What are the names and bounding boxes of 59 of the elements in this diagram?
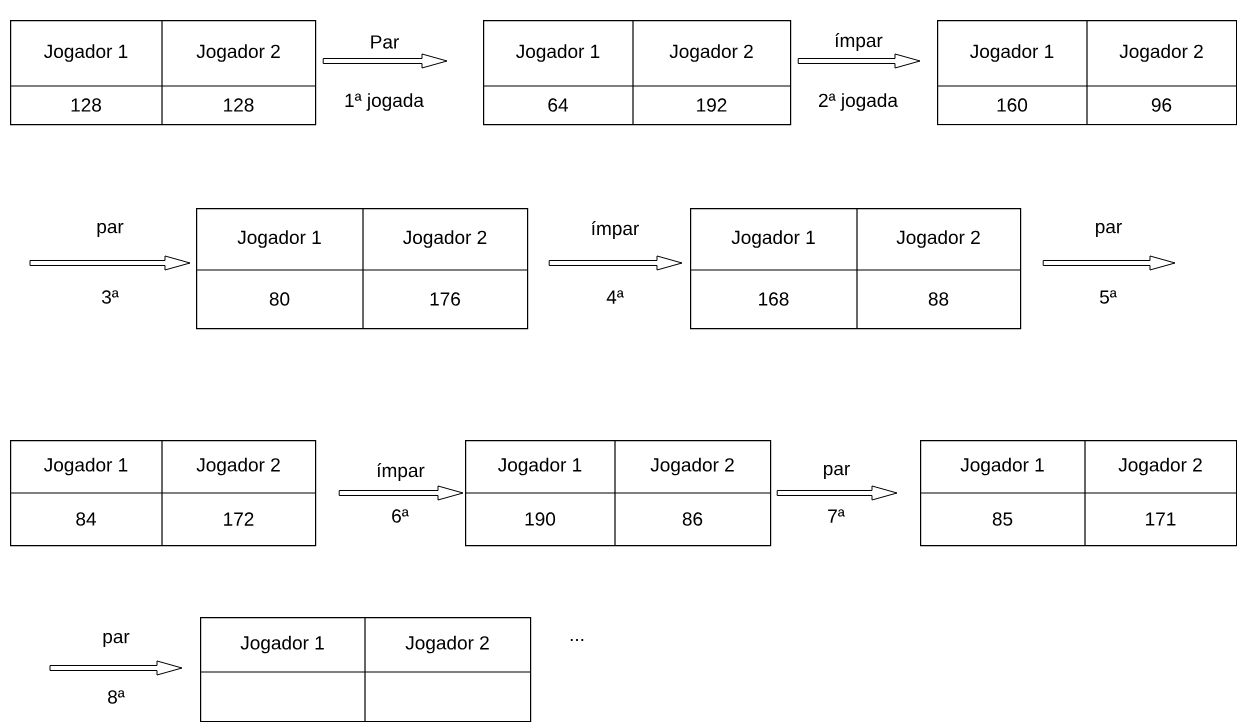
- score-value: 84: [76, 512, 96, 526]
- move-label: 8ª: [108, 690, 125, 704]
- column-header: Jogador 2: [196, 457, 280, 476]
- column-header: Jogador 2: [1118, 457, 1202, 476]
- edge-label: ímpar: [592, 221, 639, 239]
- column-header: Jogador 1: [731, 230, 815, 248]
- edge-label: par: [97, 222, 124, 238]
- hollow-arrow: [322, 53, 448, 69]
- hollow-arrow: [338, 485, 464, 501]
- score-value: 160: [997, 98, 1028, 112]
- column-header: Jogador 2: [896, 230, 980, 248]
- column-header: Jogador 2: [405, 635, 489, 654]
- move-label: 2ª jogada: [819, 93, 898, 111]
- column-header: Jogador 1: [240, 635, 324, 654]
- score-value: 80: [269, 292, 290, 306]
- ellipsis: ...: [570, 639, 584, 641]
- column-header: Jogador 2: [650, 457, 734, 476]
- edge-label: ímpar: [835, 33, 883, 51]
- move-label: 4ª: [606, 290, 624, 304]
- move-label: 1ª jogada: [345, 93, 424, 111]
- score-value: 168: [759, 292, 789, 306]
- move-label: 5ª: [1099, 290, 1117, 304]
- column-header: Jogador 1: [970, 44, 1054, 62]
- column-header: Jogador 2: [196, 44, 280, 62]
- move-label: 3ª: [101, 290, 119, 304]
- score-value: 190: [525, 512, 556, 526]
- hollow-arrow: [548, 255, 683, 271]
- score-value: 64: [548, 98, 568, 112]
- column-header: Jogador 1: [498, 457, 582, 476]
- edge-label: ímpar: [377, 463, 425, 481]
- score-value: 96: [1151, 98, 1172, 112]
- score-value: 176: [430, 292, 460, 306]
- hollow-arrow: [49, 660, 183, 676]
- score-value: 192: [697, 98, 727, 112]
- column-header: Jogador 2: [1119, 44, 1203, 62]
- column-header: Jogador 2: [669, 44, 753, 62]
- hollow-arrow: [776, 485, 898, 501]
- score-value: 172: [224, 512, 254, 526]
- score-value: 88: [928, 292, 949, 306]
- score-value: 86: [682, 512, 703, 526]
- column-header: Jogador 1: [960, 457, 1044, 476]
- edge-label: par: [103, 632, 130, 648]
- edge-label: Par: [371, 35, 399, 49]
- column-header: Jogador 1: [516, 44, 600, 62]
- edge-label: par: [1096, 222, 1122, 238]
- move-label: 7ª: [828, 509, 845, 523]
- hollow-arrow: [797, 53, 921, 69]
- score-value: 171: [1146, 512, 1176, 526]
- hollow-arrow: [29, 255, 191, 271]
- move-label: 6ª: [392, 509, 409, 523]
- score-value: 128: [224, 98, 254, 112]
- column-header: Jogador 1: [44, 457, 128, 476]
- hollow-arrow: [1042, 255, 1176, 271]
- column-header: Jogador 1: [44, 44, 128, 62]
- column-header: Jogador 2: [403, 230, 487, 248]
- edge-label: par: [824, 464, 850, 480]
- score-value: 85: [992, 512, 1013, 526]
- score-value: 128: [71, 98, 102, 112]
- column-header: Jogador 1: [237, 230, 321, 248]
